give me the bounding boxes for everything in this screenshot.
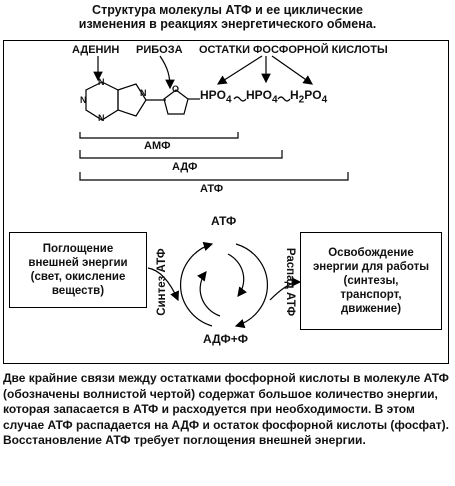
amf-bracket	[79, 132, 239, 139]
phosphate-pointer-3	[271, 55, 313, 85]
diagram-frame	[3, 40, 449, 364]
energy-absorption-box: Поглощение внешней энергии (свет, окисле…	[9, 232, 147, 308]
adf-label: АДФ	[172, 161, 198, 173]
box-right-line-3: (синтезы,	[343, 275, 399, 287]
box-right-line-5: движение)	[340, 303, 402, 315]
ribose-ring	[163, 89, 189, 115]
phosphate-formula-2: HPO4	[246, 88, 278, 106]
box-left-line-2: внешней энергии	[28, 257, 128, 269]
atf-bracket	[79, 172, 349, 181]
atf-label: АТФ	[200, 183, 224, 195]
phosphate-residues-label: ОСТАТКИ ФОСФОРНОЙ КИСЛОТЫ	[199, 44, 388, 56]
ring-atom-n2: N	[80, 95, 87, 105]
adenine-five-ring	[117, 83, 147, 117]
ring-atom-n4: N	[140, 88, 147, 98]
title-line-2: изменения в реакциях энергетического обм…	[78, 17, 377, 31]
cycle-arc-right	[234, 243, 268, 329]
adenine-label: АДЕНИН	[72, 44, 120, 56]
box-left-line-3: (свет, окисление	[30, 271, 126, 283]
box-left-line-1: Поглощение	[42, 243, 114, 255]
adf-bracket	[79, 150, 283, 159]
cycle-adf-label: АДФ+Ф	[203, 332, 248, 346]
phosphate-formula-3: H2PO4	[290, 88, 328, 106]
box-right-line-1: Освобождение	[328, 247, 414, 259]
wavy-bond-3	[277, 96, 291, 102]
box-right-line-4: транспорт,	[340, 289, 402, 301]
box-left-line-4: веществ)	[51, 285, 105, 297]
ring-atom-o: O	[172, 84, 180, 94]
cycle-atf-label: АТФ	[211, 214, 237, 228]
synthesis-atf-label: Синтез АТФ	[156, 248, 168, 316]
energy-out-arrow	[269, 277, 302, 301]
cycle-arc-left	[180, 241, 214, 327]
title-line-1: Структура молекулы АТФ и ее циклические	[92, 3, 363, 17]
breakdown-atf-label: Распад АТФ	[284, 247, 296, 317]
ribose-label: РИБОЗА	[136, 44, 183, 56]
energy-release-box: Освобождение энергии для работы (синтезы…	[300, 232, 442, 330]
description-text: Две крайние связи между остатками фосфор…	[3, 371, 449, 447]
ring-atom-n3: N	[98, 113, 105, 123]
inner-arc-1	[227, 253, 247, 297]
wavy-bond-2	[233, 96, 247, 102]
energy-in-arrow	[147, 267, 179, 302]
phosphate-pointer-1	[216, 55, 263, 85]
ribose-pointer	[159, 55, 175, 90]
diagram-title: Структура молекулы АТФ и ее циклические …	[0, 3, 455, 31]
phosphate-formula: HPO4	[200, 88, 232, 106]
box-right-line-2: энергии для работы	[312, 261, 430, 273]
inner-arc-2	[197, 271, 221, 317]
ring-atom-n1: N	[98, 77, 105, 87]
amf-label: АМФ	[144, 140, 171, 152]
